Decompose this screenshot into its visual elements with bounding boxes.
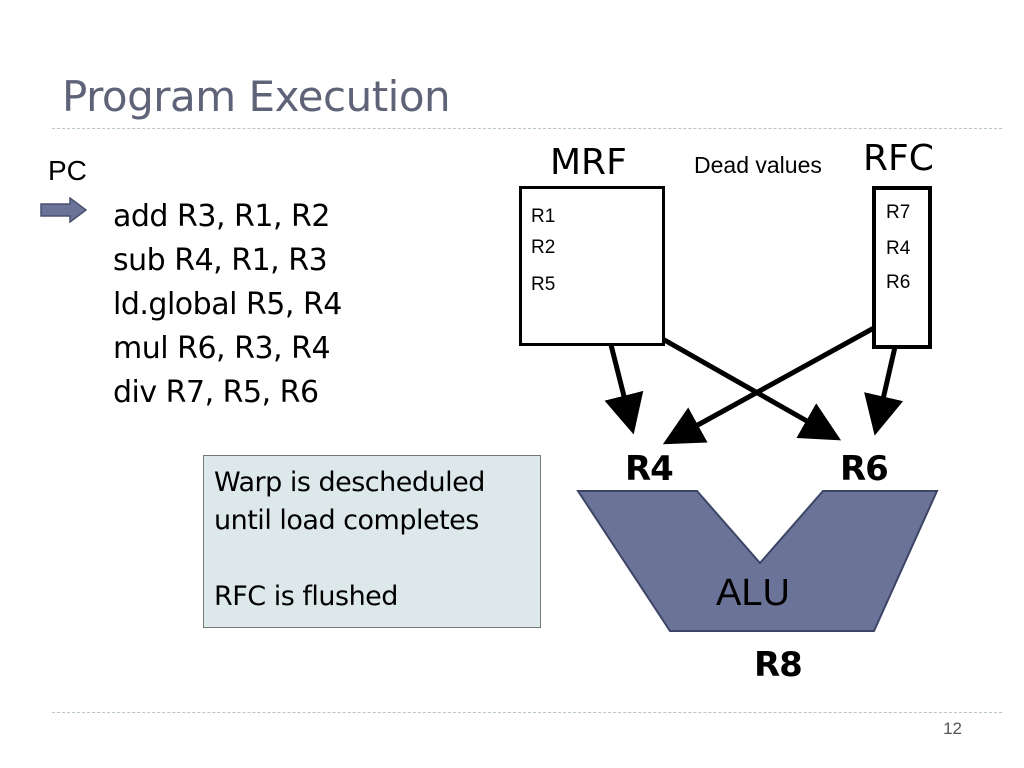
instruction-list: add R3, R1, R2 sub R4, R1, R3 ld.global … — [113, 195, 342, 415]
alu-left-operand: R4 — [625, 449, 674, 489]
pc-label: PC — [48, 155, 87, 186]
instruction-line: add R3, R1, R2 — [113, 199, 330, 234]
rfc-register: R7 — [886, 202, 911, 223]
alu-shape — [576, 490, 939, 632]
note-line: until load completes — [214, 505, 479, 536]
rfc-box: R7 R4 R6 — [872, 186, 932, 349]
arrow-rfc-to-left — [662, 309, 905, 445]
arrow-mrf-to-right — [636, 322, 842, 441]
dead-values-label: Dead values — [694, 152, 822, 178]
title-divider — [52, 128, 1002, 129]
footer-divider — [52, 712, 1002, 713]
instruction-line: ld.global R5, R4 — [113, 287, 342, 322]
slide-title: Program Execution — [62, 72, 451, 121]
warp-note-box: Warp is descheduled until load completes… — [203, 455, 541, 628]
rfc-register: R4 — [886, 238, 911, 259]
note-line: Warp is descheduled — [214, 467, 485, 498]
mrf-register: R5 — [531, 274, 556, 295]
page-number: 12 — [943, 719, 962, 738]
instruction-line: mul R6, R3, R4 — [113, 331, 331, 366]
pc-arrow-icon — [40, 197, 88, 223]
mrf-label: MRF — [550, 142, 627, 183]
alu-result: R8 — [754, 645, 803, 685]
instruction-line: sub R4, R1, R3 — [113, 243, 328, 278]
mrf-register: R2 — [531, 237, 556, 258]
mrf-box: R1 R2 R5 — [519, 186, 665, 346]
note-line: RFC is flushed — [214, 581, 398, 612]
instruction-line: div R7, R5, R6 — [113, 375, 319, 410]
alu-label: ALU — [716, 572, 790, 614]
alu-right-operand: R6 — [840, 449, 889, 489]
mrf-register: R1 — [531, 206, 556, 227]
rfc-label: RFC — [863, 138, 934, 179]
rfc-register: R6 — [886, 272, 911, 293]
